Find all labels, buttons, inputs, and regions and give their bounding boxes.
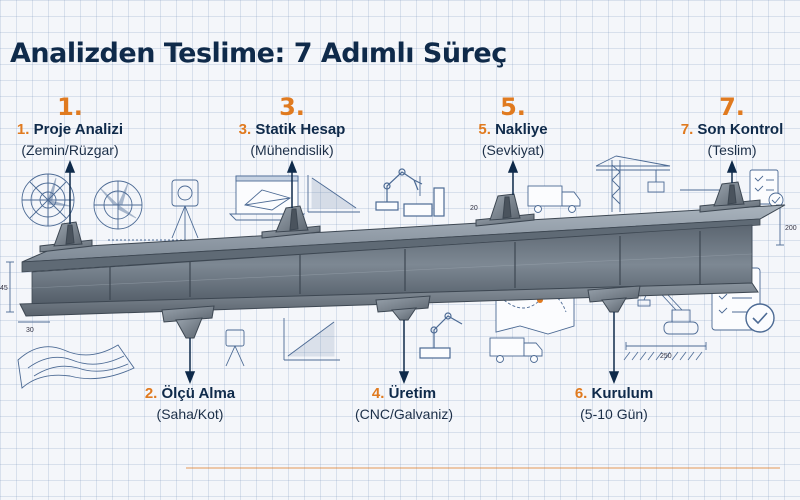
step-detail: (CNC/Galvaniz) [354, 406, 453, 422]
step-2: 2. Ölçü Alma (Saha/Kot) [130, 384, 250, 424]
step-3: 3. 3. Statik Hesap (Mühendislik) [232, 94, 352, 160]
step-number: 1. [57, 93, 83, 121]
theodolite-icon [225, 329, 245, 367]
step-number: 3. [279, 93, 305, 121]
theodolite-icon [171, 179, 199, 240]
dim-label-2: 30 [26, 327, 34, 334]
leader-arrows [64, 159, 738, 385]
dim-label-3: 200 [785, 225, 797, 232]
step-detail: (5-10 Gün) [580, 406, 648, 422]
step-label: 1. Proje Analizi [16, 121, 124, 138]
step-4: 4. Üretim (CNC/Galvaniz) [344, 384, 464, 424]
checklist-icon [749, 169, 784, 208]
robot-arm-icon [419, 312, 463, 359]
step-detail: (Mühendislik) [250, 142, 334, 158]
truck-icon [489, 337, 543, 363]
wind-rose-icon [93, 180, 143, 230]
step-6: 6. Kurulum (5-10 Gün) [554, 384, 674, 424]
bracket-1 [39, 221, 93, 253]
step-label: 3. Statik Hesap [238, 121, 346, 138]
step-label: 6. Kurulum [574, 385, 654, 402]
step-label: 7. Son Kontrol [680, 121, 784, 138]
dim-label-1: 45 [0, 285, 8, 292]
robot-arm-icon [375, 168, 445, 217]
page-title: Analizden Teslime: 7 Adımlı Süreç [10, 38, 507, 69]
step-label: 4. Üretim [371, 385, 437, 402]
step-label: 5. Nakliye [478, 121, 548, 138]
bottom-brackets [161, 285, 641, 339]
bracket-3 [261, 205, 321, 239]
step-5: 5. 5. Nakliye (Sevkiyat) [453, 94, 573, 160]
dim-label-4: 250 [660, 353, 672, 360]
bracket-4 [375, 295, 431, 321]
bracket-5 [475, 193, 535, 227]
step-detail: (Teslim) [707, 142, 757, 158]
step-detail: (Zemin/Rüzgar) [21, 142, 119, 158]
terrain-sketch-icon [17, 344, 135, 389]
bracket-7 [699, 181, 761, 213]
top-brackets [39, 181, 761, 253]
step-1: 1. 1. Proje Analizi (Zemin/Rüzgar) [10, 94, 130, 160]
load-graph-icon [283, 318, 340, 361]
dim-label-5: 20 [470, 205, 478, 212]
bracket-6 [587, 285, 641, 313]
step-detail: (Sevkiyat) [481, 142, 545, 158]
step-label: 2. Ölçü Alma [144, 385, 236, 402]
step-number: 7. [719, 93, 745, 121]
bracket-2 [161, 305, 215, 339]
tower-crane-icon [595, 155, 671, 212]
load-graph-icon [307, 175, 360, 213]
wind-rose-icon [21, 173, 75, 227]
step-detail: (Saha/Kot) [156, 406, 224, 422]
step-7: 7. 7. Son Kontrol (Teslim) [672, 94, 792, 160]
truck-icon [527, 185, 581, 213]
step-number: 5. [500, 93, 526, 121]
hatch-ground [623, 351, 703, 361]
